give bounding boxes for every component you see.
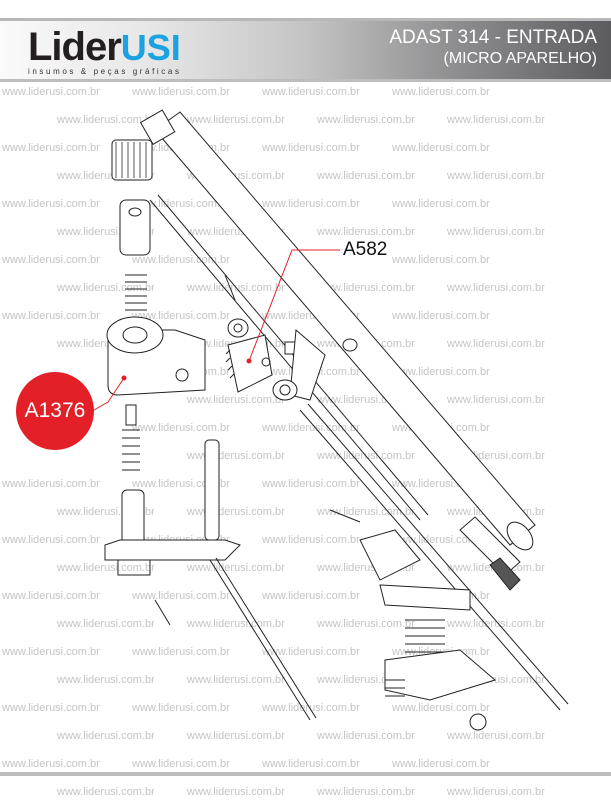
title-block: ADAST 314 - ENTRADA (MICRO APARELHO)	[389, 27, 597, 69]
rod	[149, 199, 421, 521]
page-subtitle: (MICRO APARELHO)	[443, 50, 598, 67]
leader-line-a1376	[93, 377, 125, 411]
spring	[125, 274, 147, 311]
part-a582	[227, 334, 273, 393]
knurled-knob	[111, 109, 176, 181]
bracket-a1376	[106, 316, 206, 396]
liderusi-logo: LiderUSI insumos & peças gráficas	[28, 27, 182, 76]
logo-tagline: insumos & peças gráficas	[28, 67, 182, 76]
logo-main: Lider	[28, 25, 122, 69]
lower-assembly	[359, 529, 497, 731]
page-title: ADAST 314 - ENTRADA	[389, 27, 597, 48]
base-plate	[104, 539, 241, 561]
part-callout-a582[interactable]: A582	[343, 239, 387, 261]
part-callout-a1376[interactable]: A1376	[16, 372, 94, 450]
part-number: A1376	[24, 399, 86, 422]
footer-divider	[0, 772, 611, 776]
main-roller	[154, 111, 536, 591]
leader-line-a582	[248, 249, 340, 362]
header-banner: LiderUSI insumos & peças gráficas ADAST …	[0, 18, 611, 82]
logo-accent: USI	[120, 27, 181, 68]
sleeve	[119, 199, 151, 256]
part-number: A582	[343, 239, 388, 260]
